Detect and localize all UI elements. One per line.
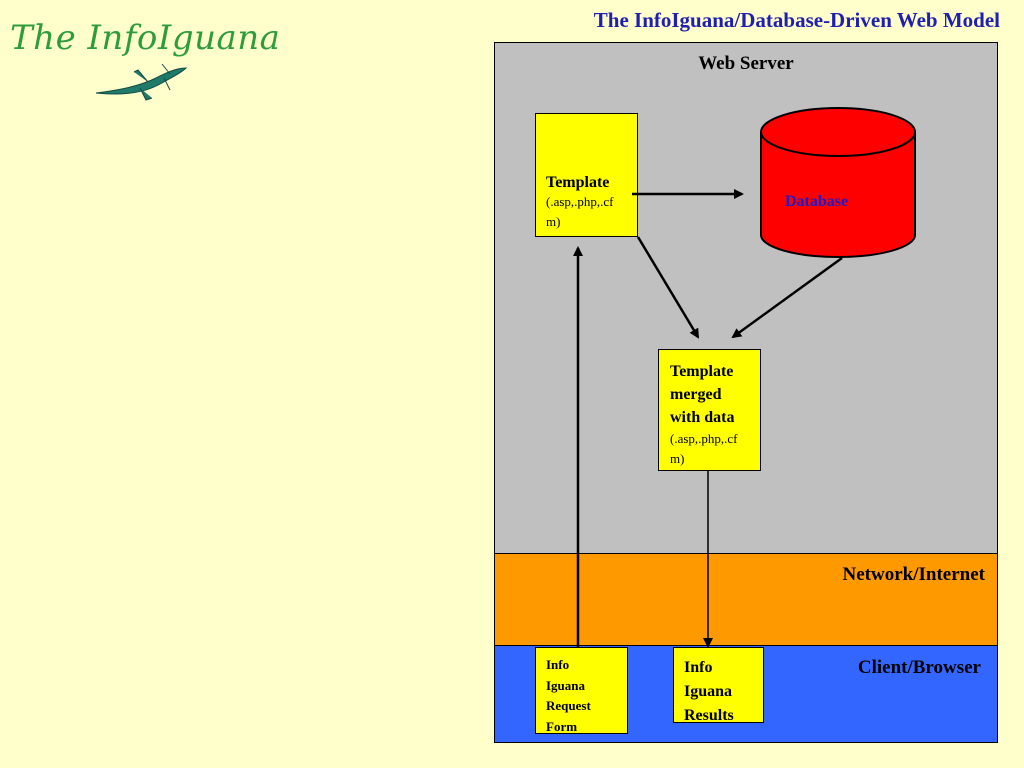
merged-line-1: Template [670, 363, 734, 380]
template-label: Template [546, 174, 610, 191]
results-line-2: Iguana [684, 683, 733, 700]
form-line-3: Request [546, 698, 591, 713]
diagram-title: The InfoIguana/Database-Driven Web Model [593, 8, 1000, 32]
merged-ext: (.asp,.php,.cfm) [670, 431, 738, 466]
form-line-4: Form [546, 718, 578, 734]
template-node: Template (.asp,.php,.cfm) [535, 113, 638, 237]
network-label: Network/Internet [842, 564, 985, 585]
results-line-3: Results [684, 707, 734, 724]
results-node[interactable]: Info Iguana Results [673, 647, 764, 724]
arrow-template-to-merged [636, 236, 700, 339]
web-server-label: Web Server [698, 53, 794, 74]
merged-node: Template merged with data (.asp,.php,.cf… [658, 349, 761, 471]
template-ext: (.asp,.php,.cfm) [546, 194, 614, 229]
logo-title: The InfoIguana [10, 18, 281, 58]
request-form-node[interactable]: Info Iguana Request Form [535, 647, 628, 734]
database-label: Database [785, 193, 849, 210]
arrow-database-to-merged [731, 256, 843, 339]
merged-line-2: merged [670, 386, 722, 403]
form-line-1: Info [546, 657, 570, 672]
form-line-2: Iguana [546, 677, 586, 693]
client-label: Client/Browser [857, 657, 981, 678]
results-line-1: Info [684, 659, 713, 676]
merged-line-3: with data [670, 409, 735, 426]
